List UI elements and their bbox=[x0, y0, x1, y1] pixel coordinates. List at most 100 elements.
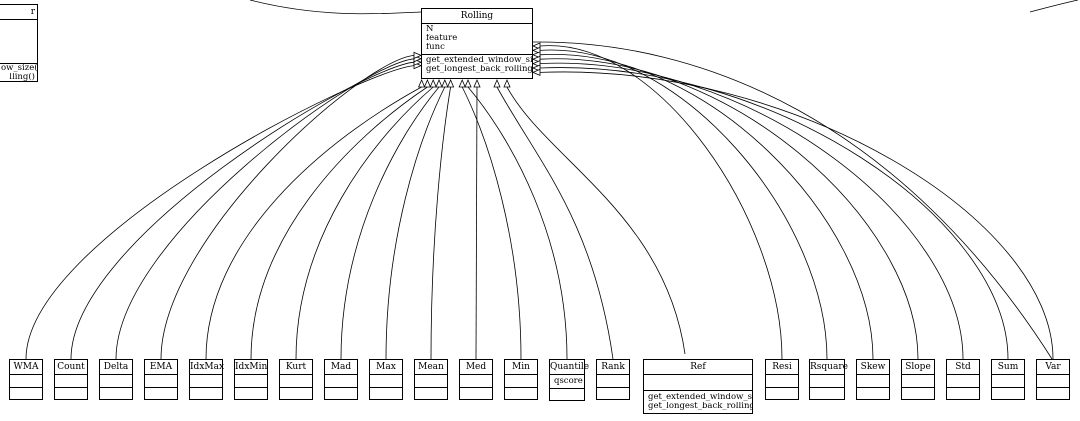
class-name: Quantile bbox=[550, 362, 590, 372]
inheritance-edge-count bbox=[70, 61, 415, 360]
inheritance-arrowhead bbox=[531, 64, 541, 72]
class-name: WMA bbox=[13, 362, 39, 372]
class-name: Skew bbox=[860, 362, 886, 372]
method-section bbox=[902, 387, 934, 399]
attribute-section bbox=[55, 374, 87, 387]
class-name: Rsquare bbox=[810, 362, 848, 372]
method-section bbox=[190, 387, 222, 399]
attribute-section bbox=[857, 374, 889, 387]
inheritance-edge-rank bbox=[496, 86, 614, 360]
method-section bbox=[505, 387, 537, 399]
attribute-section bbox=[1037, 374, 1069, 387]
inheritance-edge-ema bbox=[160, 55, 415, 360]
class-name: IdxMax bbox=[190, 362, 225, 372]
inheritance-edge-quantile bbox=[467, 86, 568, 360]
inheritance-arrowhead bbox=[531, 55, 541, 63]
attribute-section bbox=[325, 374, 357, 387]
class-box-rsquare[interactable]: Rsquare bbox=[809, 359, 848, 400]
inheritance-arrowhead bbox=[531, 68, 541, 77]
inheritance-edge-kurt bbox=[295, 86, 434, 360]
attribute-line: func bbox=[426, 43, 445, 52]
attribute-section bbox=[370, 374, 402, 387]
class-box-count[interactable]: Count bbox=[54, 359, 88, 400]
class-box-idxmin[interactable]: IdxMin bbox=[234, 359, 268, 400]
class-name: Min bbox=[512, 362, 530, 372]
attribute-line: feature bbox=[426, 34, 458, 43]
class-box-quantile[interactable]: Quantile qscore bbox=[549, 359, 590, 401]
inheritance-edge-mean bbox=[430, 86, 451, 360]
inheritance-arrowhead bbox=[531, 46, 541, 55]
inheritance-arrowhead bbox=[435, 78, 443, 88]
method-section bbox=[550, 388, 584, 400]
attribute-section bbox=[644, 374, 752, 390]
class-box-mad[interactable]: Mad bbox=[324, 359, 358, 400]
class-box-std[interactable]: Std bbox=[946, 359, 980, 400]
inheritance-arrowhead bbox=[531, 59, 541, 68]
inheritance-arrowhead bbox=[503, 78, 511, 88]
attribute-section: N feature func bbox=[422, 23, 532, 54]
class-box-sum[interactable]: Sum bbox=[991, 359, 1025, 400]
method-section bbox=[280, 387, 312, 399]
inheritance-edge-std bbox=[539, 62, 964, 360]
class-box-ref[interactable]: Ref get_extended_window_size()get_longest… bbox=[643, 359, 753, 414]
class-name: Slope bbox=[905, 362, 931, 372]
class-box-mean[interactable]: Mean bbox=[414, 359, 448, 400]
inheritance-edge-min bbox=[461, 86, 522, 360]
attribute-section bbox=[992, 374, 1024, 387]
class-box-slope[interactable]: Slope bbox=[901, 359, 935, 400]
class-name: Delta bbox=[103, 362, 129, 372]
attribute-section bbox=[415, 374, 447, 387]
class-name: IdxMin bbox=[235, 362, 268, 372]
method-section: get_extended_window_size()get_longest_ba… bbox=[644, 390, 752, 413]
inheritance-arrowhead bbox=[417, 78, 426, 88]
inheritance-edge-sum bbox=[539, 67, 1009, 360]
attribute-section bbox=[190, 374, 222, 387]
class-box-ema[interactable]: EMA bbox=[144, 359, 178, 400]
inheritance-arrowhead bbox=[531, 42, 541, 50]
method-section bbox=[992, 387, 1024, 399]
method-line: get_extended_window_size() bbox=[426, 56, 532, 65]
class-box-min[interactable]: Min bbox=[504, 359, 538, 400]
class-name: Rank bbox=[601, 362, 625, 372]
attribute-section bbox=[902, 374, 934, 387]
class-name: Mad bbox=[330, 362, 352, 372]
class-box-skew[interactable]: Skew bbox=[856, 359, 890, 400]
method-section bbox=[947, 387, 979, 399]
inheritance-edge-var bbox=[539, 71, 1054, 360]
method-line: lling() bbox=[9, 73, 35, 82]
class-box-kurt[interactable]: Kurt bbox=[279, 359, 313, 400]
method-section bbox=[415, 387, 447, 399]
class-box-partial-left[interactable]: r ow_size() lling() bbox=[0, 4, 38, 82]
method-section bbox=[10, 387, 42, 399]
attribute-line: qscore bbox=[554, 377, 583, 386]
method-line: get_extended_window_size() bbox=[648, 393, 752, 402]
class-box-rank[interactable]: Rank bbox=[596, 359, 630, 400]
class-box-idxmax[interactable]: IdxMax bbox=[189, 359, 225, 400]
class-box-med[interactable]: Med bbox=[459, 359, 493, 400]
class-box-wma[interactable]: WMA bbox=[9, 359, 43, 400]
class-box-resi[interactable]: Resi bbox=[765, 359, 799, 400]
class-box-var[interactable]: Var bbox=[1036, 359, 1070, 400]
class-box-delta[interactable]: Delta bbox=[99, 359, 133, 400]
attribute-section bbox=[505, 374, 537, 387]
class-box-max[interactable]: Max bbox=[369, 359, 403, 400]
method-section bbox=[810, 387, 844, 399]
inheritance-edge-ref bbox=[506, 86, 686, 355]
inheritance-arrowhead bbox=[473, 78, 481, 88]
external-edge-2 bbox=[532, 41, 1053, 360]
inheritance-arrowhead bbox=[458, 78, 466, 88]
attribute-section bbox=[460, 374, 492, 387]
method-line: get_longest_back_rolling() bbox=[648, 402, 752, 411]
class-name: Ref bbox=[690, 362, 706, 372]
method-section bbox=[857, 387, 889, 399]
inheritance-edge-slope bbox=[539, 58, 919, 360]
method-line: ow_size() bbox=[1, 64, 37, 73]
inheritance-edge-delta bbox=[115, 58, 415, 360]
attribute-section bbox=[597, 374, 629, 387]
class-box-rolling[interactable]: Rolling N feature func get_extended_wind… bbox=[421, 8, 533, 79]
inheritance-arrowhead bbox=[429, 78, 437, 88]
inheritance-arrowhead bbox=[464, 78, 472, 88]
method-section bbox=[1037, 387, 1069, 399]
attribute-section bbox=[947, 374, 979, 387]
